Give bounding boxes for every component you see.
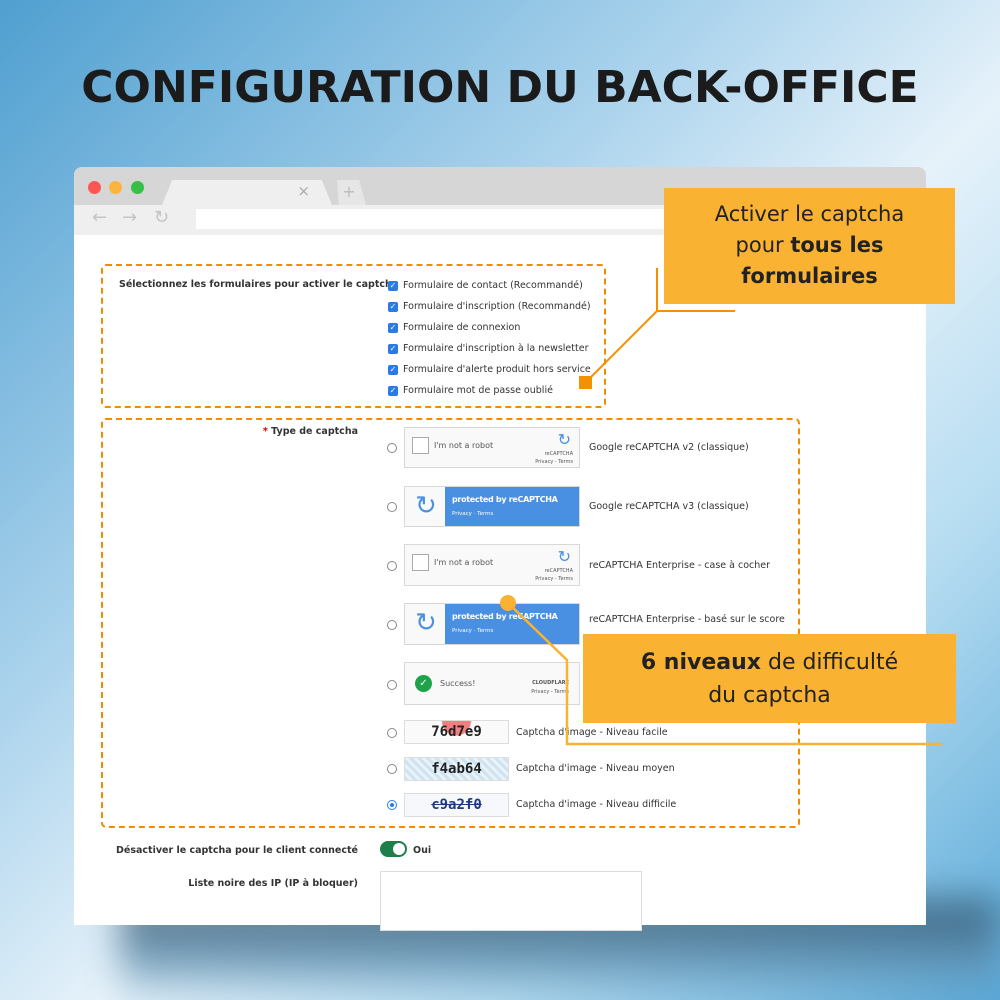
success-check-icon: ✓ <box>415 675 432 692</box>
recaptcha-badge-widget: ↻ protected by reCAPTCHA Privacy · Terms <box>404 603 580 645</box>
recaptcha-logo-icon: ↻ <box>415 491 437 521</box>
captcha-radio-recaptcha-v3[interactable] <box>387 502 397 512</box>
captcha-image-hard: c9a2f0 <box>404 793 509 817</box>
close-window-button[interactable] <box>88 181 101 194</box>
captcha-radio-enterprise-score[interactable] <box>387 620 397 630</box>
form-checkbox[interactable]: ✓Formulaire de contact (Recommandé) <box>388 280 583 291</box>
cloudflare-widget: ✓ Success! CLOUDFLARE Privacy - Terms <box>404 662 580 705</box>
option-label: reCAPTCHA Enterprise - case à cocher <box>589 560 771 571</box>
back-icon[interactable]: ← <box>92 207 108 228</box>
connector-marker <box>579 376 592 389</box>
checkbox-checked-icon: ✓ <box>388 322 398 333</box>
page-title: CONFIGURATION DU BACK-OFFICE <box>81 62 919 113</box>
toggle-value: Oui <box>413 845 432 856</box>
ip-blacklist-input[interactable] <box>380 871 642 931</box>
logged-in-label: Désactiver le captcha pour le client con… <box>116 845 358 856</box>
checkbox-checked-icon: ✓ <box>388 301 398 312</box>
checkbox-checked-icon: ✓ <box>388 280 398 291</box>
maximize-window-button[interactable] <box>131 181 144 194</box>
forms-section-highlight <box>101 264 606 408</box>
connector-marker <box>500 595 516 611</box>
option-label: Google reCAPTCHA v2 (classique) <box>589 442 749 453</box>
captcha-radio-enterprise-checkbox[interactable] <box>387 561 397 571</box>
option-label: Captcha d'image - Niveau facile <box>516 727 668 738</box>
form-checkbox[interactable]: ✓Formulaire mot de passe oublié <box>388 385 553 396</box>
captcha-section-highlight <box>101 418 800 828</box>
form-checkbox[interactable]: ✓Formulaire d'inscription à la newslette… <box>388 343 589 354</box>
callout-all-forms: Activer le captcha pour tous les formula… <box>664 188 955 304</box>
forward-icon[interactable]: → <box>122 207 138 228</box>
recaptcha-checkbox-widget: I'm not a robot ↻ reCAPTCHA Privacy - Te… <box>404 544 580 586</box>
option-label: reCAPTCHA Enterprise - basé sur le score <box>589 614 785 625</box>
captcha-radio-cloudflare[interactable] <box>387 680 397 690</box>
captcha-radio-recaptcha-v2[interactable] <box>387 443 397 453</box>
forms-label: Sélectionnez les formulaires pour active… <box>119 279 399 290</box>
captcha-image-medium: f4ab64 <box>404 757 509 781</box>
form-checkbox[interactable]: ✓Formulaire de connexion <box>388 322 521 333</box>
recaptcha-logo-icon: ↻ <box>557 430 571 449</box>
close-tab-icon[interactable]: × <box>297 182 310 200</box>
recaptcha-badge-widget: ↻ protected by reCAPTCHA Privacy · Terms <box>404 486 580 527</box>
option-label: Google reCAPTCHA v3 (classique) <box>589 501 749 512</box>
option-label: Captcha d'image - Niveau difficile <box>516 799 677 810</box>
checkbox-checked-icon: ✓ <box>388 364 398 375</box>
captcha-radio-image-hard[interactable] <box>387 800 397 810</box>
form-checkbox[interactable]: ✓Formulaire d'inscription (Recommandé) <box>388 301 591 312</box>
browser-tab[interactable]: × <box>162 180 332 205</box>
checkbox-checked-icon: ✓ <box>388 343 398 354</box>
recaptcha-logo-icon: ↻ <box>557 547 571 566</box>
minimize-window-button[interactable] <box>109 181 122 194</box>
captcha-radio-image-easy[interactable] <box>387 728 397 738</box>
checkbox-checked-icon: ✓ <box>388 385 398 396</box>
recaptcha-checkbox-widget: I'm not a robot ↻ reCAPTCHA Privacy - Te… <box>404 427 580 468</box>
captcha-type-label: * Type de captcha <box>262 426 358 437</box>
recaptcha-logo-icon: ↻ <box>415 608 437 638</box>
captcha-radio-image-medium[interactable] <box>387 764 397 774</box>
form-checkbox[interactable]: ✓Formulaire d'alerte produit hors servic… <box>388 364 591 375</box>
callout-difficulty-levels: 6 niveaux de difficulté du captcha <box>583 634 956 723</box>
captcha-image-easy: 76d7e9 <box>404 720 509 744</box>
logged-in-toggle[interactable] <box>380 841 407 857</box>
option-label: Captcha d'image - Niveau moyen <box>516 763 675 774</box>
reload-icon[interactable]: ↻ <box>154 207 170 228</box>
ip-blacklist-label: Liste noire des IP (IP à bloquer) <box>188 878 358 889</box>
